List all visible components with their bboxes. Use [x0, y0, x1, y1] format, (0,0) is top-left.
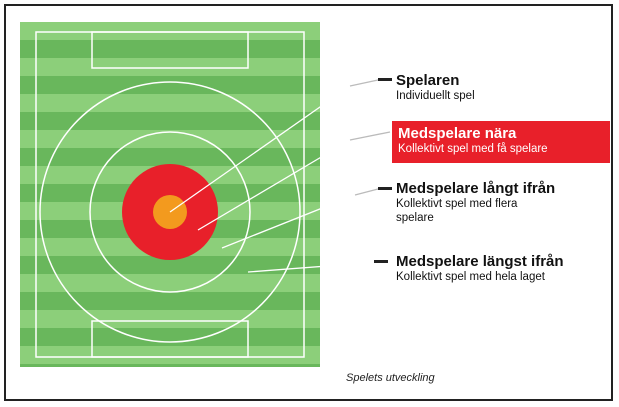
bottom-penalty-area	[91, 320, 249, 358]
label-farthest-subtitle: Kollektivt spel med hela laget	[396, 271, 545, 283]
leader-line-near	[197, 139, 351, 231]
leader-line-player	[169, 85, 351, 213]
pitch-markings	[35, 31, 305, 358]
leader-line-farthest	[247, 261, 381, 273]
football-pitch	[20, 22, 320, 367]
leader-line-far	[221, 194, 356, 249]
label-farthest-teammates: Medspelare längst ifrån Kollektivt spel …	[396, 253, 564, 284]
label-player-title: Spelaren	[396, 72, 460, 89]
label-far-subtitle-line2: spelare	[396, 212, 434, 224]
label-farthest-title: Medspelare längst ifrån	[396, 253, 564, 270]
top-penalty-area	[91, 31, 249, 69]
middle-ring	[89, 131, 251, 293]
outer-ring	[39, 81, 301, 343]
label-player: Spelaren Individuellt spel	[396, 72, 475, 103]
label-far-title: Medspelare långt ifrån	[396, 180, 556, 197]
label-near-subtitle: Kollektivt spel med få spelare	[398, 143, 548, 155]
label-player-subtitle: Individuellt spel	[396, 90, 475, 102]
figure-caption: Spelets utveckling	[346, 372, 435, 384]
label-near-teammates: Medspelare nära Kollektivt spel med få s…	[392, 121, 610, 163]
label-far-subtitle-line1: Kollektivt spel med flera	[396, 198, 518, 210]
label-far-teammates: Medspelare långt ifrån Kollektivt spel m…	[396, 180, 555, 225]
label-near-title: Medspelare nära	[398, 125, 517, 142]
